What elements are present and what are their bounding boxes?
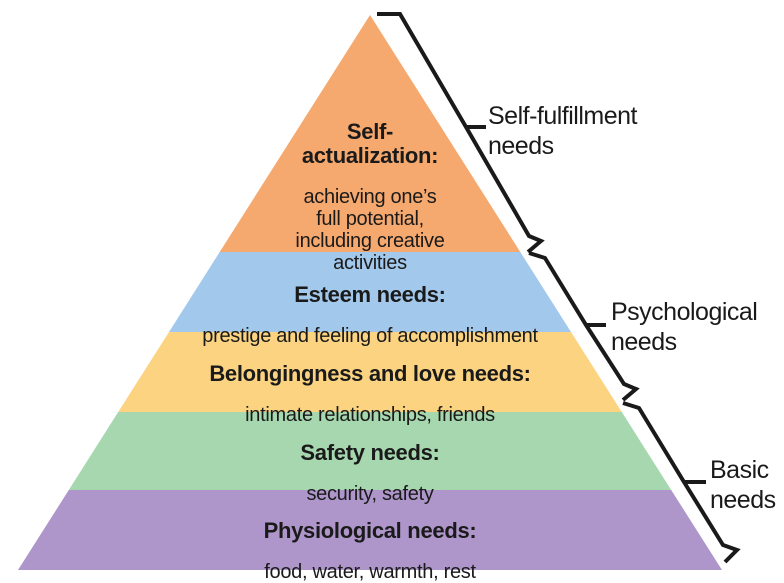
pyramid-level-belongingness-and-love [118,332,622,412]
pyramid-level-physiological [18,490,722,570]
level-text-self-actualization: Self- actualization: achieving one’s ful… [110,102,630,292]
level-description-self-actualization: achieving one’s full potential, includin… [295,186,445,274]
bracket-self-fulfillment-needs [377,12,545,254]
group-label-basic-needs: Basic needs [710,456,776,514]
level-description-belongingness-and-love: intimate relationships, friends [245,404,495,426]
level-text-physiological: Physiological needs: food, water, warmth… [110,501,630,583]
level-heading-physiological: Physiological needs: [263,518,477,543]
level-description-physiological: food, water, warmth, rest [264,561,476,583]
bracket-basic-needs [622,401,741,564]
level-text-safety: Safety needs: security, safety [110,423,630,523]
level-heading-belongingness-and-love: Belongingness and love needs: [209,361,531,386]
pyramid-level-esteem [169,252,571,332]
level-heading-esteem: Esteem needs: [294,282,446,307]
group-label-self-fulfillment-needs: Self-fulfillment needs [488,102,638,160]
level-heading-safety: Safety needs: [300,440,440,465]
pyramid-level-safety [68,412,672,490]
level-text-esteem: Esteem needs: prestige and feeling of ac… [110,265,630,365]
level-heading-self-actualization: Self- actualization: [301,119,439,168]
bracket-psychological-needs [528,251,640,402]
pyramid-level-self-actualization [219,15,521,252]
level-description-esteem: prestige and feeling of accomplishment [202,325,538,347]
level-description-safety: security, safety [306,483,434,505]
group-label-psychological-needs: Psychological needs [611,298,758,356]
level-text-belongingness-and-love: Belongingness and love needs: intimate r… [110,344,630,444]
